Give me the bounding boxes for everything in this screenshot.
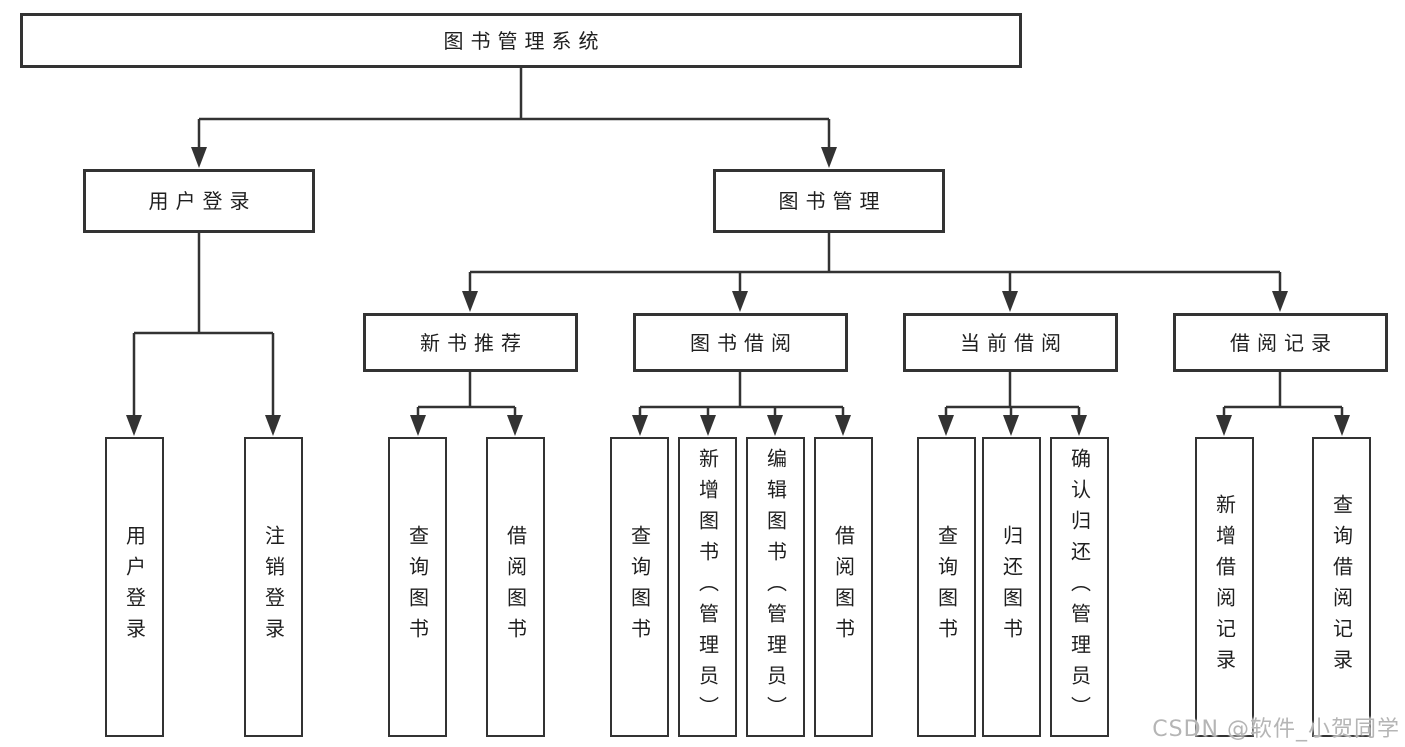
leaf-return-books-label: 归还图书 (999, 525, 1024, 649)
node-current-borrowing-label: 当前借阅 (960, 330, 1068, 355)
node-book-management: 图书管理 (713, 169, 945, 233)
leaf-add-books-admin: 新增图书（管理员） (678, 437, 737, 737)
node-user-login: 用户登录 (83, 169, 315, 233)
leaf-edit-books-admin-label: 编辑图书（管理员） (763, 447, 788, 727)
leaf-query-books-current-label: 查询图书 (934, 525, 959, 649)
leaf-query-borrow-record-label: 查询借阅记录 (1329, 494, 1354, 680)
node-new-book-recommend-label: 新书推荐 (420, 330, 528, 355)
node-current-borrowing: 当前借阅 (903, 313, 1118, 372)
leaf-confirm-return-admin: 确认归还（管理员） (1050, 437, 1109, 737)
leaf-logout-label: 注销登录 (261, 525, 286, 649)
node-book-management-label: 图书管理 (778, 189, 887, 213)
leaf-borrow-books-recommend: 借阅图书 (486, 437, 545, 737)
leaf-add-borrow-record-label: 新增借阅记录 (1212, 494, 1237, 680)
node-book-borrowing-label: 图书借阅 (690, 330, 798, 355)
node-book-borrowing: 图书借阅 (633, 313, 848, 372)
node-new-book-recommend: 新书推荐 (363, 313, 578, 372)
leaf-confirm-return-admin-label: 确认归还（管理员） (1067, 447, 1092, 727)
leaf-logout: 注销登录 (244, 437, 303, 737)
leaf-query-borrow-record: 查询借阅记录 (1312, 437, 1371, 737)
leaf-borrow-books-borrowing-label: 借阅图书 (831, 525, 856, 649)
leaf-borrow-books-recommend-label: 借阅图书 (503, 525, 528, 649)
leaf-query-books-recommend: 查询图书 (388, 437, 447, 737)
leaf-query-books-borrowing: 查询图书 (610, 437, 669, 737)
watermark: CSDN @软件_小贺同学 (1152, 717, 1400, 742)
leaf-user-login-label: 用户登录 (122, 525, 147, 649)
node-library-system-label: 图书管理系统 (443, 28, 606, 53)
leaf-query-books-current: 查询图书 (917, 437, 976, 737)
leaf-borrow-books-borrowing: 借阅图书 (814, 437, 873, 737)
leaf-edit-books-admin: 编辑图书（管理员） (746, 437, 805, 737)
leaf-add-books-admin-label: 新增图书（管理员） (695, 447, 720, 727)
node-borrow-records-label: 借阅记录 (1230, 330, 1338, 355)
node-user-login-label: 用户登录 (148, 189, 257, 213)
leaf-query-books-recommend-label: 查询图书 (405, 525, 430, 649)
leaf-query-books-borrowing-label: 查询图书 (627, 525, 652, 649)
leaf-user-login: 用户登录 (105, 437, 164, 737)
node-library-system: 图书管理系统 (20, 13, 1022, 68)
leaf-return-books: 归还图书 (982, 437, 1041, 737)
leaf-add-borrow-record: 新增借阅记录 (1195, 437, 1254, 737)
node-borrow-records: 借阅记录 (1173, 313, 1388, 372)
